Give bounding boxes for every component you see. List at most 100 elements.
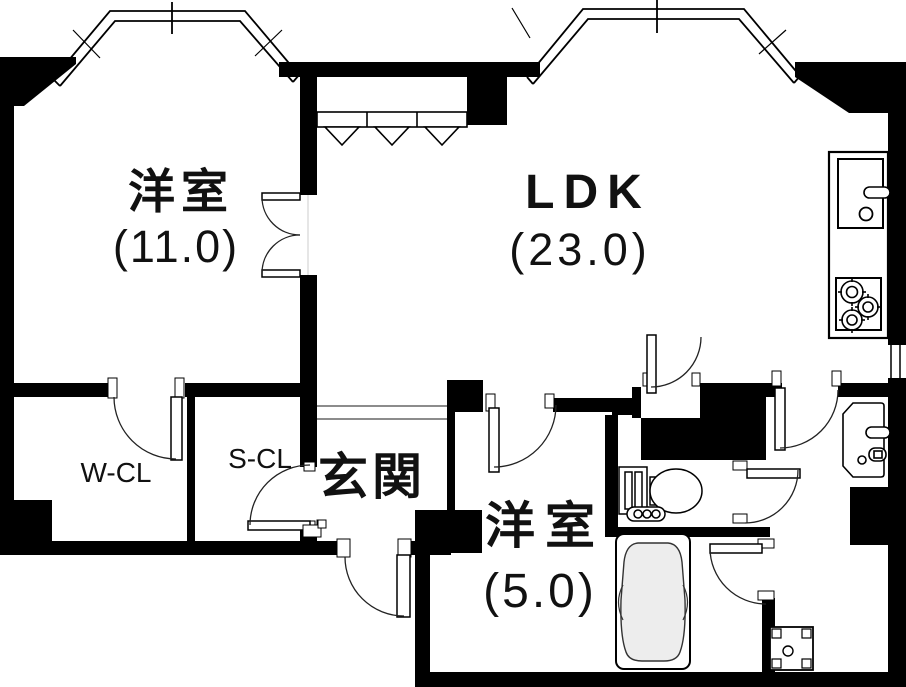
interior-walls — [14, 62, 892, 687]
bathtub — [615, 533, 691, 670]
label-ldk-area: (23.0) — [509, 224, 651, 275]
door-washroom — [771, 370, 842, 451]
door-leaf — [709, 543, 763, 554]
door-jamb — [544, 393, 555, 409]
door-swing-arc — [249, 464, 311, 526]
meter-box — [302, 524, 322, 538]
room-labels: 洋室 (11.0) LDK (23.0) W-CL S-CL 玄関 洋室 (5.… — [80, 165, 651, 618]
window-tick — [511, 7, 531, 39]
tub-basin — [620, 542, 686, 662]
wall-top-center — [279, 62, 540, 77]
door-bath — [709, 538, 775, 605]
door-jamb — [771, 370, 782, 387]
door-leaf — [247, 520, 311, 531]
door-bedroom-small — [485, 393, 557, 473]
door-leaf — [746, 468, 801, 479]
door-leaf — [488, 407, 500, 473]
door-jamb — [174, 377, 185, 399]
wall-toilet-bottom — [605, 527, 770, 537]
door-wcl — [107, 377, 185, 461]
door-leaf — [170, 396, 183, 461]
entrance-door — [302, 519, 412, 618]
drain-icon — [782, 645, 794, 657]
label-bedroom-large: 洋室 — [128, 165, 234, 218]
wall-scl-top — [185, 383, 303, 397]
bay-window-left — [52, 2, 300, 87]
burner-icon — [839, 307, 865, 333]
shelf-hanger-icon — [323, 126, 361, 147]
label-genkan: 玄関 — [318, 449, 426, 505]
wall-wcl-pillar — [14, 500, 52, 541]
label-wcl: W-CL — [80, 457, 151, 488]
toilet-bowl — [649, 468, 703, 514]
wall-pipe-shaft — [850, 487, 892, 545]
wall-corner-top-right — [795, 62, 906, 113]
closet-shelf — [316, 111, 468, 147]
label-scl: S-CL — [228, 443, 292, 474]
wall-entrance-mass — [415, 510, 482, 553]
wall-bedroom-small-left — [415, 553, 430, 687]
wall-plumbing-mass — [641, 383, 766, 460]
washing-machine-pan — [769, 626, 814, 671]
double-doors-bedroom — [261, 192, 309, 278]
window-tick — [254, 29, 283, 57]
label-bedroom-large-area: (11.0) — [113, 221, 239, 272]
door-leaf — [646, 334, 657, 394]
wall-toilet-stub — [612, 404, 641, 415]
wall-corner-top-left — [0, 57, 76, 106]
burner-icon — [855, 294, 881, 320]
door-leaf — [261, 192, 301, 201]
label-bedroom-small: 洋室 — [485, 498, 605, 554]
wall-closet-stub — [632, 387, 641, 418]
door-jamb — [303, 461, 316, 472]
gas-stove — [835, 277, 882, 333]
wall-right-upper — [888, 62, 906, 345]
faucet-icon — [863, 186, 891, 199]
wall-bedroom-ldk-lower — [300, 275, 317, 467]
door-ldk-closet — [642, 334, 702, 394]
door-jamb — [691, 372, 701, 387]
bay-window-right — [511, 0, 801, 85]
door-swing-arc — [779, 389, 839, 449]
door-swing-arc — [493, 404, 557, 468]
shelf-hanger-icon — [373, 126, 411, 147]
door-jamb — [732, 513, 748, 524]
window-tick — [758, 29, 787, 55]
side-window — [890, 345, 901, 378]
wall-wcl-scl-divider — [187, 397, 195, 541]
wall-genkan-right — [447, 380, 483, 412]
door-swing-arc — [113, 396, 177, 460]
door-jamb — [107, 377, 118, 399]
label-ldk: LDK — [525, 166, 651, 219]
door-swing-arc — [261, 196, 301, 236]
door-swing-arc — [261, 234, 301, 274]
wall-washroom-top-right — [838, 383, 892, 397]
meter-box — [317, 519, 327, 529]
burner-icon — [838, 278, 866, 306]
door-jamb — [336, 538, 351, 558]
kitchen-counter — [827, 150, 891, 340]
wall-bottom-right — [415, 672, 906, 687]
drain-icon — [858, 206, 874, 222]
wall-bedroom-ldk-upper — [300, 62, 317, 195]
wall-left — [0, 62, 14, 555]
door-swing-arc — [709, 547, 767, 605]
door-swing-arc — [650, 336, 702, 388]
entrance-step-lines — [317, 405, 447, 420]
kitchen-sink — [837, 158, 891, 229]
door-toilet — [732, 460, 801, 524]
door-leaf — [774, 387, 786, 451]
wall-toilet-left — [605, 415, 618, 537]
door-jamb — [732, 460, 748, 471]
faucet-icon — [865, 426, 891, 439]
door-swing-arc — [344, 556, 405, 617]
door-leaf — [261, 269, 301, 278]
wall-wcl-top — [14, 383, 110, 397]
wall-bottom-left — [0, 541, 338, 555]
vanity-basin — [842, 402, 891, 478]
toilet — [618, 466, 703, 522]
drain-icon — [857, 455, 867, 465]
wall-right-lower — [888, 378, 906, 687]
